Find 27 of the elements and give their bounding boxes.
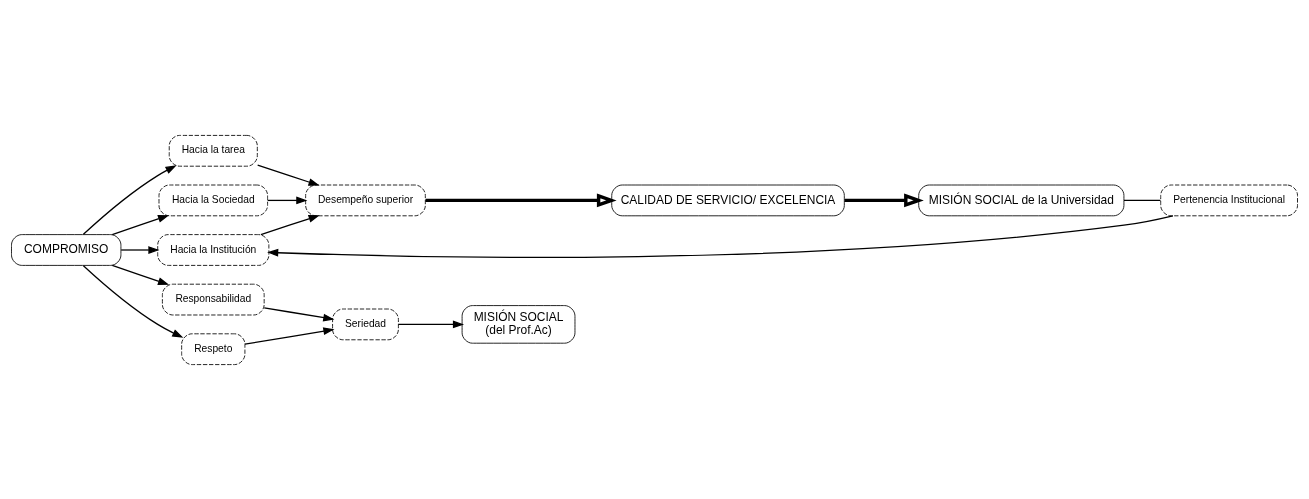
node-box: Pertenencia Institucional <box>1160 184 1298 216</box>
arrow <box>844 193 924 207</box>
node-box: Responsabilidad <box>162 283 265 315</box>
node-box: Respeto <box>181 332 246 365</box>
arrow <box>263 306 335 321</box>
arrow <box>425 193 617 207</box>
arrow <box>267 214 1174 258</box>
arrow <box>257 164 320 186</box>
node-box: Hacia la Sociedad <box>158 184 268 216</box>
node-box: Hacia la Institución <box>157 233 270 266</box>
arrow <box>82 164 177 235</box>
arrow <box>244 326 335 345</box>
node-box: Seriedad <box>332 308 399 340</box>
arrow <box>111 214 170 235</box>
node-box: Hacia la tarea <box>168 134 258 167</box>
node-box: CALIDAD DE SERVICIO/ EXCELENCIA <box>611 184 845 216</box>
node-box: MISIÓN SOCIAL (del Prof.Ac) <box>461 304 576 344</box>
arrow <box>111 264 170 285</box>
arrow <box>397 320 465 328</box>
arrow <box>267 196 308 204</box>
connector <box>1123 199 1162 201</box>
arrow <box>260 214 320 235</box>
arrow <box>120 245 160 254</box>
arrow <box>82 264 184 338</box>
node-box: COMPROMISO <box>11 233 122 266</box>
node-box: Desempeño superior <box>305 184 426 216</box>
node-box: MISIÓN SOCIAL de la Universidad <box>918 184 1125 216</box>
